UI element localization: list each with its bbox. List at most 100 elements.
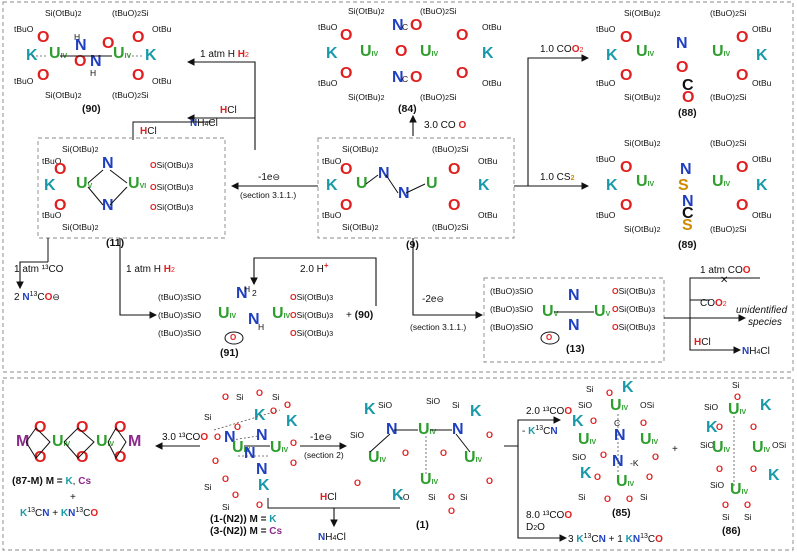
svg-text:UIV: UIV xyxy=(52,433,71,450)
section-2: (section 2) xyxy=(304,450,344,460)
section-311a: (section 3.1.1.) xyxy=(240,190,296,200)
label-88: (88) xyxy=(678,107,697,119)
cond-h2-11: 1 atm H H2 xyxy=(126,264,175,275)
svg-text:OSi(OtBu)3: OSi(OtBu)3 xyxy=(150,160,193,170)
svg-text:-K: -K xyxy=(630,458,639,468)
svg-text:UIV: UIV xyxy=(712,439,731,456)
svg-text:Si(OtBu)2: Si(OtBu)2 xyxy=(342,222,379,232)
svg-text:O: O xyxy=(652,452,659,462)
svg-text:(tBuO)2Si: (tBuO)2Si xyxy=(432,144,469,154)
cond-co-13: 1 atm COO xyxy=(700,265,751,276)
label-1: (1) xyxy=(416,519,429,531)
compound-86: Si O SiO UIV K K O O SiO UIV UIV OSi O O… xyxy=(700,380,786,537)
svg-text:O: O xyxy=(646,472,653,482)
svg-text:(tBuO)2Si: (tBuO)2Si xyxy=(420,6,457,16)
svg-text:UIV: UIV xyxy=(640,431,659,448)
kcn-kco: K13CN + KN13CO xyxy=(20,507,98,519)
svg-text:(tBuO)2Si: (tBuO)2Si xyxy=(710,224,747,234)
svg-text:tBuO: tBuO xyxy=(14,24,34,34)
arrow-hplus xyxy=(250,257,377,306)
box-compound-11 xyxy=(37,137,226,239)
lower-panel-frame xyxy=(2,377,794,551)
svg-text:Si(OtBu)2: Si(OtBu)2 xyxy=(62,144,99,154)
label-85: (85) xyxy=(612,507,631,519)
cond-co2-88: 1.0 COO2 xyxy=(540,44,583,55)
arrow-to-final xyxy=(517,446,568,542)
svg-text:N: N xyxy=(75,37,87,54)
svg-text:O: O xyxy=(486,476,493,486)
svg-text:O: O xyxy=(37,29,49,46)
svg-text:O: O xyxy=(626,494,633,504)
svg-text:O: O xyxy=(212,456,219,466)
compound-89: Si(OtBu)2 (tBuO)2Si tBuO OtBu K UIV NS U… xyxy=(596,138,772,251)
svg-text:UIV: UIV xyxy=(752,439,771,456)
cond-minus-2e: -2e⊖ xyxy=(422,294,444,305)
svg-text:Si: Si xyxy=(460,492,468,502)
svg-text:UIV: UIV xyxy=(730,481,749,498)
svg-text:N: N xyxy=(612,453,624,470)
svg-text:O: O xyxy=(214,432,221,442)
svg-text:O: O xyxy=(486,430,493,440)
svg-text:UIV: UIV xyxy=(49,45,68,62)
compound-1: K SiO SiO Si K SiO N UIV N O UIV O O UIV… xyxy=(350,396,493,531)
svg-text:SiO: SiO xyxy=(704,402,719,412)
compound-88: Si(OtBu)2 (tBuO)2Si tBuO OtBu K UIV NO U… xyxy=(596,8,772,119)
svg-text:tBuO: tBuO xyxy=(596,78,616,88)
svg-text:K: K xyxy=(706,419,718,436)
svg-text:OtBu: OtBu xyxy=(152,24,172,34)
compound-11: Si(OtBu)2 tBuO K OO UV NN UVI OSi(OtBu)3… xyxy=(42,144,193,249)
svg-text:OSi: OSi xyxy=(640,400,654,410)
svg-text:Si(OtBu)2: Si(OtBu)2 xyxy=(45,8,82,18)
svg-text:O: O xyxy=(54,161,66,178)
plus-87: + xyxy=(70,492,76,503)
svg-text:OtBu: OtBu xyxy=(752,210,772,220)
svg-text:OSi(OtBu)3: OSi(OtBu)3 xyxy=(290,292,333,302)
svg-text:O: O xyxy=(102,35,114,52)
svg-text:O: O xyxy=(736,67,748,84)
svg-text:C: C xyxy=(402,22,408,32)
svg-text:O: O xyxy=(290,458,297,468)
svg-text:O: O xyxy=(750,464,757,474)
svg-text:N: N xyxy=(614,427,626,444)
cond-13co-87: 3.0 ¹³COO xyxy=(162,432,208,443)
svg-text:K: K xyxy=(622,379,634,396)
svg-text:K: K xyxy=(756,47,768,64)
cond-minus-e-1: -1e⊖ xyxy=(310,432,332,443)
cond-13co-8: 8.0 ¹³COO xyxy=(526,510,572,521)
cond-co2-13: COO2 xyxy=(700,298,727,309)
svg-text:SiO: SiO xyxy=(578,400,593,410)
svg-text:O: O xyxy=(640,418,647,428)
svg-text:K: K xyxy=(286,413,298,430)
svg-text:O: O xyxy=(270,406,277,416)
svg-text:O: O xyxy=(232,490,239,500)
svg-text:SiO: SiO xyxy=(350,430,365,440)
arrow-to-90 xyxy=(186,58,256,150)
svg-text:O: O xyxy=(736,159,748,176)
final-products: 3 K13CN + 1 KN13CO xyxy=(568,533,663,545)
svg-text:K: K xyxy=(258,477,270,494)
svg-text:O: O xyxy=(736,29,748,46)
svg-text:Si: Si xyxy=(586,384,594,394)
svg-text:SiO: SiO xyxy=(572,452,587,462)
svg-text:N: N xyxy=(568,317,580,334)
svg-text:O: O xyxy=(76,449,88,466)
label-87: (87-M) M = K, Cs xyxy=(12,475,91,487)
svg-text:O: O xyxy=(114,419,126,436)
svg-text:O: O xyxy=(340,65,352,82)
svg-text:N: N xyxy=(90,53,102,70)
svg-text:O: O xyxy=(456,65,468,82)
svg-text:N: N xyxy=(398,185,410,202)
svg-text:O: O xyxy=(744,500,751,510)
svg-text:(tBuO)3SiO: (tBuO)3SiO xyxy=(490,304,534,314)
svg-text:UIV: UIV xyxy=(610,397,629,414)
line-hcl-11 xyxy=(132,121,215,140)
species-text: species xyxy=(748,317,782,328)
svg-text:Si(OtBu)2: Si(OtBu)2 xyxy=(342,144,379,154)
svg-text:OSi(OtBu)3: OSi(OtBu)3 xyxy=(150,202,193,212)
svg-text:(tBuO)2Si: (tBuO)2Si xyxy=(112,90,149,100)
svg-text:K: K xyxy=(392,487,404,504)
arrow-to-88 xyxy=(514,54,590,187)
svg-text:UIV: UIV xyxy=(464,449,483,466)
svg-text:O: O xyxy=(34,449,46,466)
svg-text:O: O xyxy=(722,500,729,510)
